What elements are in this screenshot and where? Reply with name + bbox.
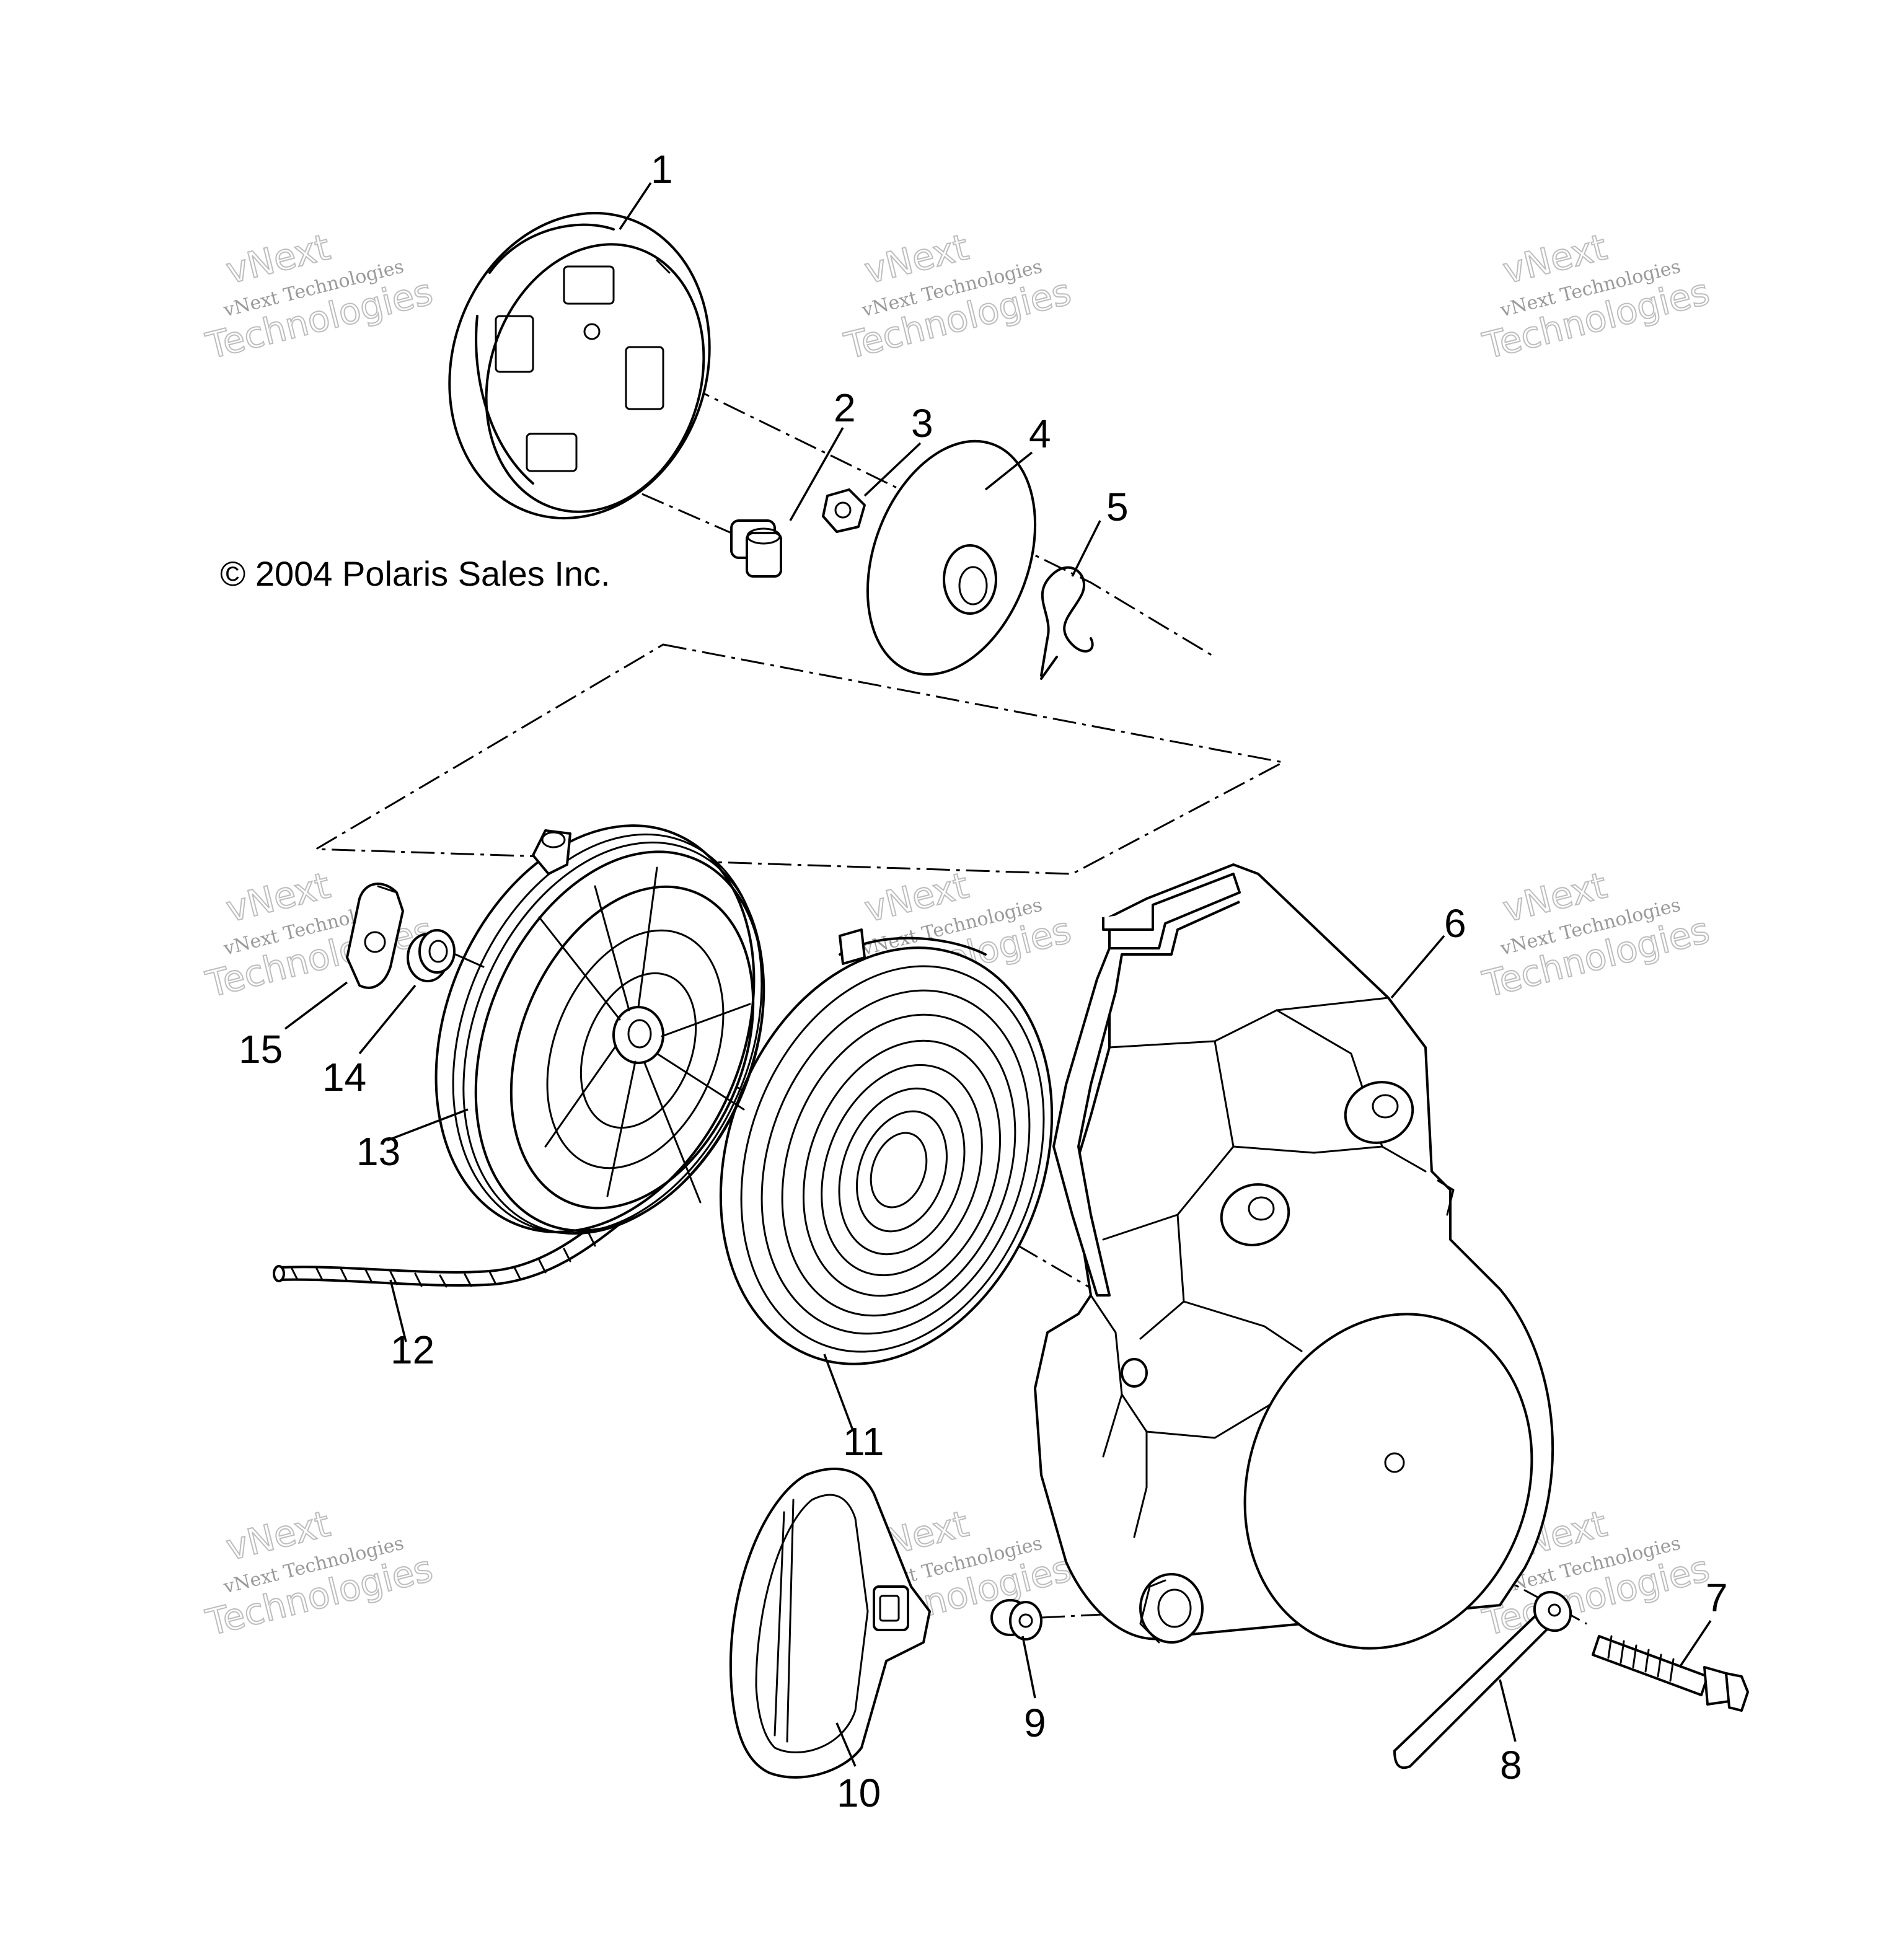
watermark-top-right: vNext vNext Technologies Technologies: [1478, 225, 1714, 368]
part-6-recoil-housing: [1034, 863, 1554, 1650]
copyright-notice: © 2004 Polaris Sales Inc.: [220, 554, 610, 593]
part-5-spring-clip: [1040, 566, 1094, 680]
watermark-top-left: vNext vNext Technologies Technologies: [201, 225, 438, 368]
leader-lines: [284, 182, 1712, 1767]
axis-line-top: [545, 315, 1215, 658]
watermark-bottom-left: vNext vNext Technologies Technologies: [201, 1502, 438, 1644]
part-12-starter-rope: [273, 1210, 621, 1288]
part-9-nut: [990, 1599, 1042, 1641]
callout-13: 13: [356, 1129, 400, 1174]
callout-7: 7: [1706, 1575, 1728, 1620]
part-2-bolt: [730, 519, 782, 578]
part-13-rope-pulley: [434, 824, 765, 1235]
watermark-mid-right: vNext vNext Technologies Technologies: [1478, 863, 1714, 1006]
watermark-top-center: vNext vNext Technologies Technologies: [840, 225, 1076, 368]
part-3-nut: [822, 488, 866, 533]
callout-15: 15: [239, 1027, 283, 1072]
callout-5: 5: [1106, 485, 1129, 529]
part-15-pawl: [346, 883, 404, 989]
callout-4: 4: [1029, 412, 1051, 456]
callout-11: 11: [843, 1419, 884, 1464]
part-14-bushing: [407, 929, 485, 982]
part-10-rope-handle: [729, 1468, 931, 1779]
callout-6: 6: [1444, 901, 1466, 946]
callout-numbers: 1 2 3 4 5 6 7 8 9 10 11 12 13 14 15: [239, 147, 1728, 1815]
part-11-recoil-spring: [719, 928, 1054, 1365]
callout-9: 9: [1024, 1701, 1046, 1745]
axis-line-bolt: [532, 445, 732, 534]
part-8-strip: [1393, 1590, 1572, 1769]
assembly-outline: [312, 643, 1286, 875]
callout-12: 12: [390, 1328, 434, 1372]
callout-8: 8: [1500, 1743, 1522, 1787]
callout-2: 2: [834, 385, 856, 430]
callout-3: 3: [911, 401, 933, 446]
callout-14: 14: [322, 1055, 366, 1099]
part-7-flange-bolt: [1592, 1635, 1749, 1712]
callout-10: 10: [837, 1771, 881, 1815]
part-4-friction-plate: [866, 439, 1037, 676]
part-1-starter-cup: [448, 211, 711, 520]
callout-1: 1: [651, 147, 673, 192]
